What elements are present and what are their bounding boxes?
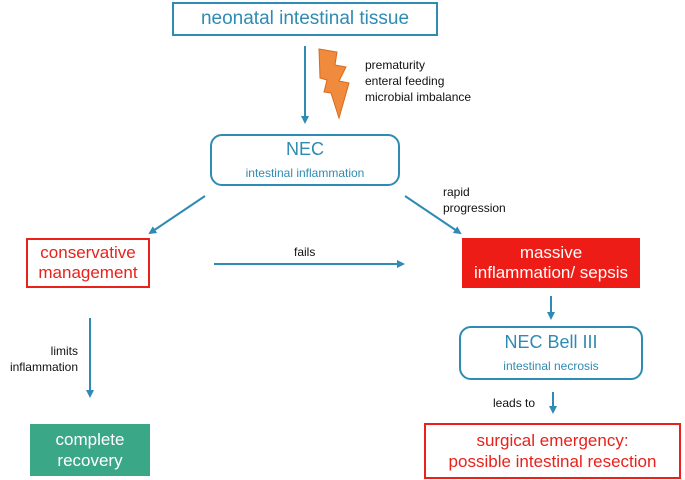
complete-recovery-box: complete recovery <box>30 424 150 476</box>
recovery-line-1: complete <box>55 430 125 449</box>
lightning-icon <box>318 48 350 120</box>
conservative-line-1: conservative <box>40 243 136 262</box>
rapid-text: rapid <box>443 185 470 199</box>
rapid-progression-label: rapid progression <box>443 184 506 216</box>
limits-inflammation-label: limits inflammation <box>0 343 78 375</box>
nec-box: NEC intestinal inflammation <box>210 134 400 186</box>
recovery-line-2: recovery <box>57 451 123 470</box>
triggers-list: prematurity enteral feeding microbial im… <box>365 57 471 105</box>
massive-line-1: massive <box>519 243 583 262</box>
surgical-line-2: possible intestinal resection <box>448 452 657 471</box>
trigger-enteral-feeding: enteral feeding <box>365 74 445 88</box>
arrow-nec-to-conservative <box>148 195 206 235</box>
conservative-line-2: management <box>38 263 138 282</box>
bell-title: NEC Bell III <box>504 332 598 352</box>
leads-to-label: leads to <box>493 396 536 410</box>
nec-title: NEC <box>285 139 324 159</box>
trigger-prematurity: prematurity <box>365 58 426 72</box>
progression-text: progression <box>443 201 506 215</box>
nec-bell-box: NEC Bell III intestinal necrosis <box>459 326 643 380</box>
bell-subtitle: intestinal necrosis <box>503 359 599 373</box>
massive-line-2: inflammation/ sepsis <box>473 263 628 282</box>
tissue-box: neonatal intestinal tissue <box>172 2 438 36</box>
tissue-label: neonatal intestinal tissue <box>200 8 410 29</box>
surgical-line-1: surgical emergency: <box>476 431 629 450</box>
limits-text: limits <box>50 344 78 358</box>
surgical-emergency-box: surgical emergency: possible intestinal … <box>424 423 681 479</box>
inflammation-text: inflammation <box>9 360 78 374</box>
trigger-microbial-imbalance: microbial imbalance <box>365 90 472 104</box>
fails-label: fails <box>294 245 316 259</box>
massive-inflammation-box: massive inflammation/ sepsis <box>462 238 640 288</box>
arrow-nec-to-massive <box>404 195 462 235</box>
conservative-management-box: conservative management <box>26 238 150 288</box>
nec-subtitle: intestinal inflammation <box>245 166 365 180</box>
